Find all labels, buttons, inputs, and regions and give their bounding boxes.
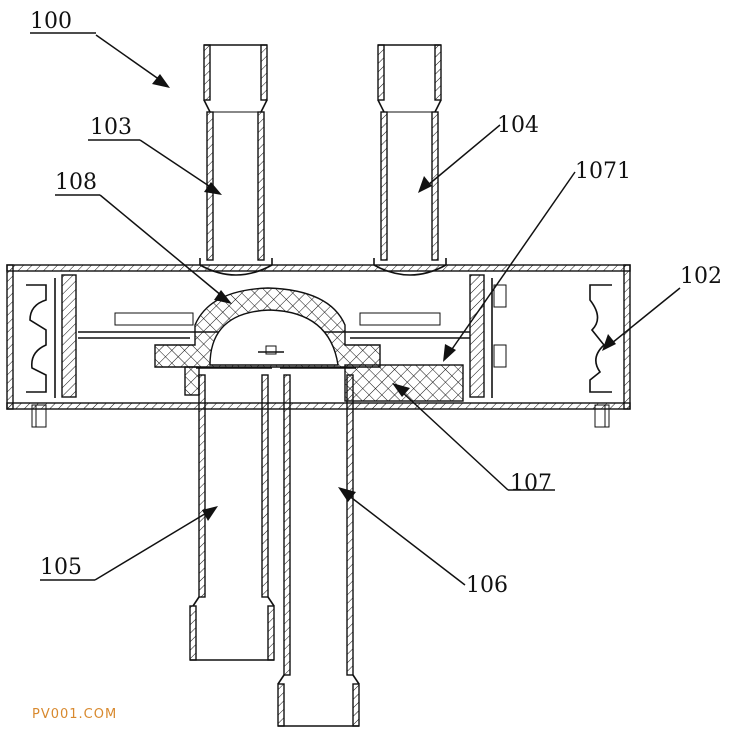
leader-106	[338, 487, 466, 586]
leader-108	[55, 194, 232, 304]
housing-102	[6, 258, 631, 428]
leader-104	[418, 124, 501, 193]
leader-103	[88, 139, 222, 195]
label-1071: 1071	[575, 159, 631, 184]
label-103: 103	[90, 115, 132, 140]
label-107: 107	[510, 471, 552, 496]
label-108: 108	[55, 170, 97, 195]
leader-100	[95, 34, 170, 88]
slider-107	[154, 287, 464, 402]
label-100: 100	[30, 9, 72, 34]
leader-1071	[443, 171, 576, 362]
leader-102	[602, 287, 681, 351]
leader-107	[392, 383, 555, 491]
label-106: 106	[466, 573, 508, 598]
label-105: 105	[40, 555, 82, 580]
label-102: 102	[680, 264, 722, 289]
tube-103	[203, 44, 268, 261]
watermark: PV001.COM	[32, 707, 117, 722]
tube-104	[377, 44, 442, 261]
label-104: 104	[497, 113, 539, 138]
leader-105	[40, 506, 218, 581]
tube-106	[277, 367, 360, 727]
tube-105	[189, 367, 275, 661]
